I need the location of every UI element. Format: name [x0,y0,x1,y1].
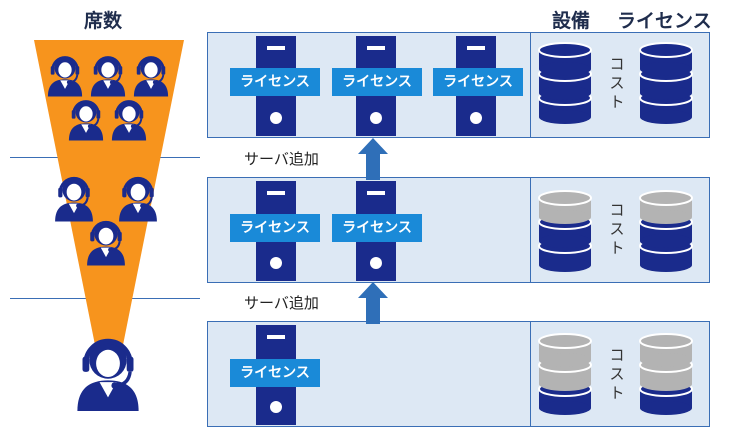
license-badge: ライセンス [230,359,320,387]
database-icon [538,333,592,415]
cost-label: コスト [609,55,625,111]
database-icon [639,42,693,124]
panel-divider [530,322,531,426]
license-badge: ライセンス [230,214,320,242]
license-header: ライセンス [617,10,712,32]
cost-label: コスト [609,201,625,257]
database-icon [639,190,693,272]
operator-icons [47,56,169,411]
cost-label: コスト [609,346,625,402]
database-icon [538,190,592,272]
add-server-arrow-icon [358,138,388,180]
database-icon [538,42,592,124]
panel-divider [530,178,531,282]
database-icon [639,333,693,415]
license-badge: ライセンス [332,68,422,96]
equipment-header: 設備 [552,10,591,32]
license-badge: ライセンス [332,214,422,242]
panel-divider [530,33,531,137]
add-server-label: サーバ追加 [244,294,319,312]
add-server-label: サーバ追加 [244,150,319,168]
license-badge: ライセンス [433,68,523,96]
license-badge: ライセンス [230,68,320,96]
add-server-arrow-icon [358,282,388,324]
seats-header: 席数 [84,10,123,32]
seat-funnel [34,40,184,360]
